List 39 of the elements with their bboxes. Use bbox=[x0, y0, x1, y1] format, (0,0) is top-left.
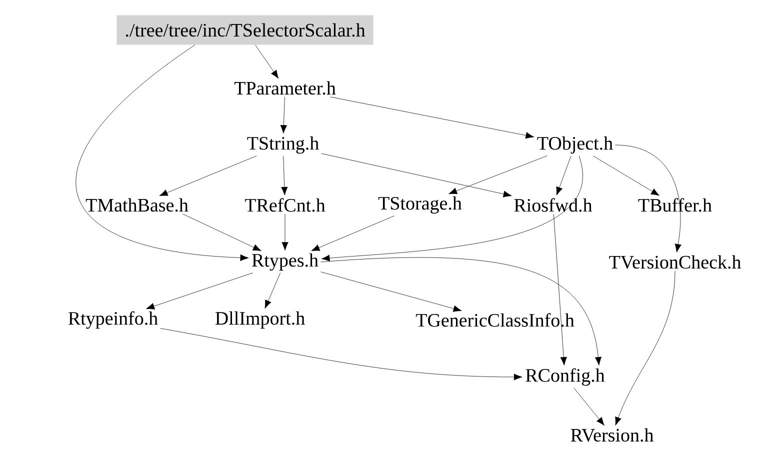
arrow bbox=[574, 388, 604, 426]
file-label: RConfig.h bbox=[526, 368, 605, 386]
arrow bbox=[160, 328, 522, 380]
arrow bbox=[615, 144, 682, 252]
arrow bbox=[264, 272, 281, 309]
file-label: RVersion.h bbox=[570, 428, 654, 442]
file-label: TBuffer.h bbox=[638, 198, 712, 212]
arrow bbox=[146, 272, 254, 310]
arrow bbox=[282, 214, 288, 251]
arrow bbox=[311, 216, 395, 252]
arrow bbox=[615, 270, 676, 426]
file-label: DllImport.h bbox=[215, 311, 305, 329]
arrow bbox=[320, 257, 602, 366]
file-label: TString.h bbox=[247, 136, 319, 154]
arrow bbox=[330, 96, 534, 139]
arrow bbox=[76, 44, 249, 262]
arrow bbox=[320, 272, 462, 312]
arrow bbox=[182, 214, 262, 252]
arrow bbox=[281, 156, 288, 196]
arrow bbox=[556, 156, 572, 196]
file-label: Riosfwd.h bbox=[514, 198, 592, 212]
arrow bbox=[280, 96, 288, 134]
file-box: ./tree/tree/inc/TSelectorScalar.h bbox=[116, 15, 374, 45]
arrow bbox=[321, 153, 512, 198]
file-label: TObject.h bbox=[537, 136, 613, 154]
file-label: TVersionCheck.h bbox=[609, 255, 741, 269]
file-label: TRefCnt.h bbox=[244, 198, 326, 212]
file-label: Rtypes.h bbox=[252, 253, 318, 271]
file-label: Rtypeinfo.h bbox=[68, 311, 158, 329]
arrow bbox=[553, 214, 567, 366]
arrow bbox=[255, 44, 279, 79]
arrow bbox=[592, 156, 660, 196]
arrow bbox=[321, 156, 583, 262]
file-label: TStorage.h bbox=[378, 196, 462, 214]
file-label: TGenericClassInfo.h bbox=[416, 313, 574, 327]
file-label: TMathBase.h bbox=[86, 198, 188, 212]
file-label: TParameter.h bbox=[234, 81, 336, 95]
arrow bbox=[159, 156, 257, 196]
arrow bbox=[448, 156, 548, 194]
